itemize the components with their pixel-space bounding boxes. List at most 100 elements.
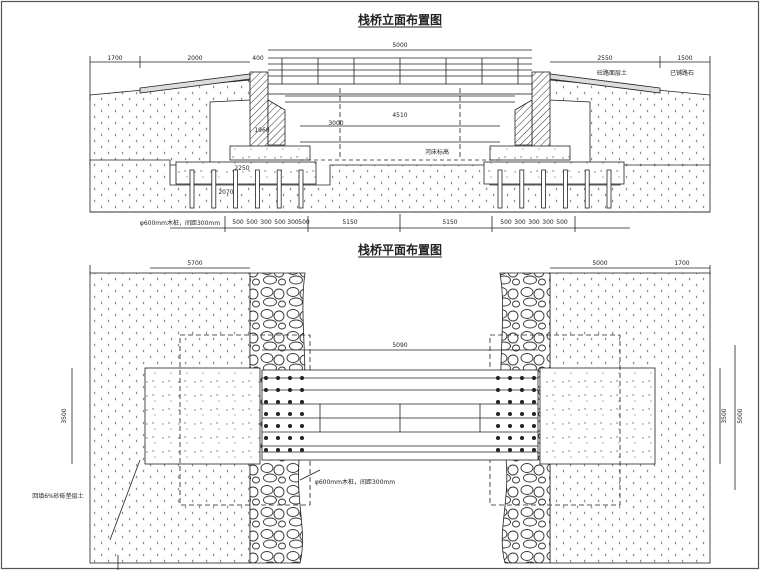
plan-pile-dot (532, 436, 536, 440)
plan-pile-dot (508, 436, 512, 440)
elev-dim-span: 5000 (392, 42, 407, 49)
plan-pile-dot (496, 424, 500, 428)
plan-piles (264, 376, 536, 452)
plan-pile-dot (264, 412, 268, 416)
plan-pile-dot (300, 436, 304, 440)
plan-pile-dot (264, 424, 268, 428)
elev-dim-top-3: 400 (252, 55, 264, 62)
elev-label-road: 砼路面层土 (597, 69, 627, 77)
plan-pile-dot (288, 436, 292, 440)
plan-width-outer: 5000 (737, 408, 744, 423)
plan-pile-dot (520, 448, 524, 452)
plan-pile-dot (496, 376, 500, 380)
elev-dim-mid-5: 2070 (218, 189, 233, 196)
plan-title: 栈桥平面布置图 (358, 242, 442, 257)
elevation-pile (541, 169, 546, 209)
plan-pile-dot (288, 376, 292, 380)
plan-view (71, 265, 736, 570)
plan-pile-dot (300, 400, 304, 404)
elev-pile-dim-r5: 500 (556, 219, 568, 226)
plan-dimensions: 5700 5000 1700 5090 3500 3500 5000 回填6%砂… (32, 260, 744, 500)
elevation-pile (298, 169, 304, 209)
plan-pile-dot (508, 388, 512, 392)
plan-pile-dot (496, 448, 500, 452)
plan-pile-label: φ600mm木桩，间距300mm (315, 478, 395, 486)
elevation-view (89, 49, 711, 232)
elev-dim-bottom-2: 5150 (442, 219, 457, 226)
plan-pile-dot (276, 424, 280, 428)
plan-pile-dot (276, 448, 280, 452)
plan-pile-dot (276, 400, 280, 404)
plan-dim-top-2: 5000 (592, 260, 607, 267)
elev-dim-mid-4: 2250 (234, 165, 249, 172)
plan-pile-dot (520, 400, 524, 404)
plan-pile-dot (532, 448, 536, 452)
plan-pile-dot (264, 448, 268, 452)
plan-pile-dot (508, 376, 512, 380)
elevation-pile (497, 169, 503, 209)
plan-pile-dot (300, 424, 304, 428)
plan-pile-dot (288, 388, 292, 392)
elevation-pile (254, 169, 260, 209)
elev-dim-top-1: 1700 (107, 55, 122, 62)
plan-pile-dot (520, 424, 524, 428)
plan-pile-dot (520, 412, 524, 416)
plan-pile-dot (508, 448, 512, 452)
elev-pile-dim-l1: 500 (232, 219, 244, 226)
plan-pile-dot (508, 424, 512, 428)
elevation-title: 栈桥立面布置图 (358, 12, 442, 27)
plan-pile-dot (288, 400, 292, 404)
plan-pile-dot (288, 424, 292, 428)
elev-pile-dim-r3: 300 (528, 219, 540, 226)
elevation-pile (519, 169, 525, 209)
elev-pile-dim-l4: 500 (274, 219, 286, 226)
elevation-pile (606, 169, 612, 209)
plan-pile-dot (264, 436, 268, 440)
elev-pile-dim-r1: 500 (500, 219, 512, 226)
plan-pile-dot (300, 388, 304, 392)
elev-label-stone: 已铺路石 (670, 69, 694, 77)
elev-pile-dim-l6: 500 (298, 219, 310, 226)
elevation-dimensions: 1700 2000 400 5000 2550 1500 砼路面层土 已铺路石 … (107, 42, 694, 227)
elev-dim-mid-2: 1960 (254, 127, 269, 134)
plan-pile-dot (532, 424, 536, 428)
elev-pile-dim-r4: 300 (542, 219, 554, 226)
plan-bridge-dim: 5090 (392, 342, 407, 349)
plan-pile-dot (520, 388, 524, 392)
plan-pile-dot (496, 436, 500, 440)
elev-river-label: 河床标高 (425, 148, 449, 156)
plan-pile-dot (288, 448, 292, 452)
plan-pile-dot (276, 436, 280, 440)
elevation-pile (189, 169, 195, 209)
plan-pile-dot (520, 376, 524, 380)
plan-pile-dot (300, 448, 304, 452)
plan-pile-dot (508, 400, 512, 404)
elevation-pile (233, 169, 239, 209)
elev-pile-dim-r2: 300 (514, 219, 526, 226)
elevation-pile (584, 169, 590, 209)
elev-dim-bottom-1: 5150 (342, 219, 357, 226)
elevation-pile (563, 169, 568, 209)
plan-pile-dot (264, 400, 268, 404)
plan-pile-dot (496, 388, 500, 392)
plan-width-right: 3500 (721, 408, 728, 423)
plan-pile-dot (496, 412, 500, 416)
plan-pile-dot (532, 376, 536, 380)
plan-label-fill: 回填6%砂砾垫层土 (32, 492, 84, 500)
elevation-piles (189, 169, 612, 209)
plan-pile-dot (496, 400, 500, 404)
plan-dim-top-1: 5700 (187, 260, 202, 267)
plan-pile-dot (532, 400, 536, 404)
plan-pile-dot (288, 412, 292, 416)
plan-width-left: 3500 (61, 408, 68, 423)
plan-pile-dot (276, 376, 280, 380)
plan-pile-dot (264, 376, 268, 380)
plan-pile-dot (520, 436, 524, 440)
plan-pile-dot (508, 412, 512, 416)
elev-dim-top-5: 2550 (597, 55, 612, 62)
elev-dim-top-2: 2000 (187, 55, 202, 62)
plan-pile-dot (276, 412, 280, 416)
elev-pile-dim-l5: 300 (287, 219, 299, 226)
